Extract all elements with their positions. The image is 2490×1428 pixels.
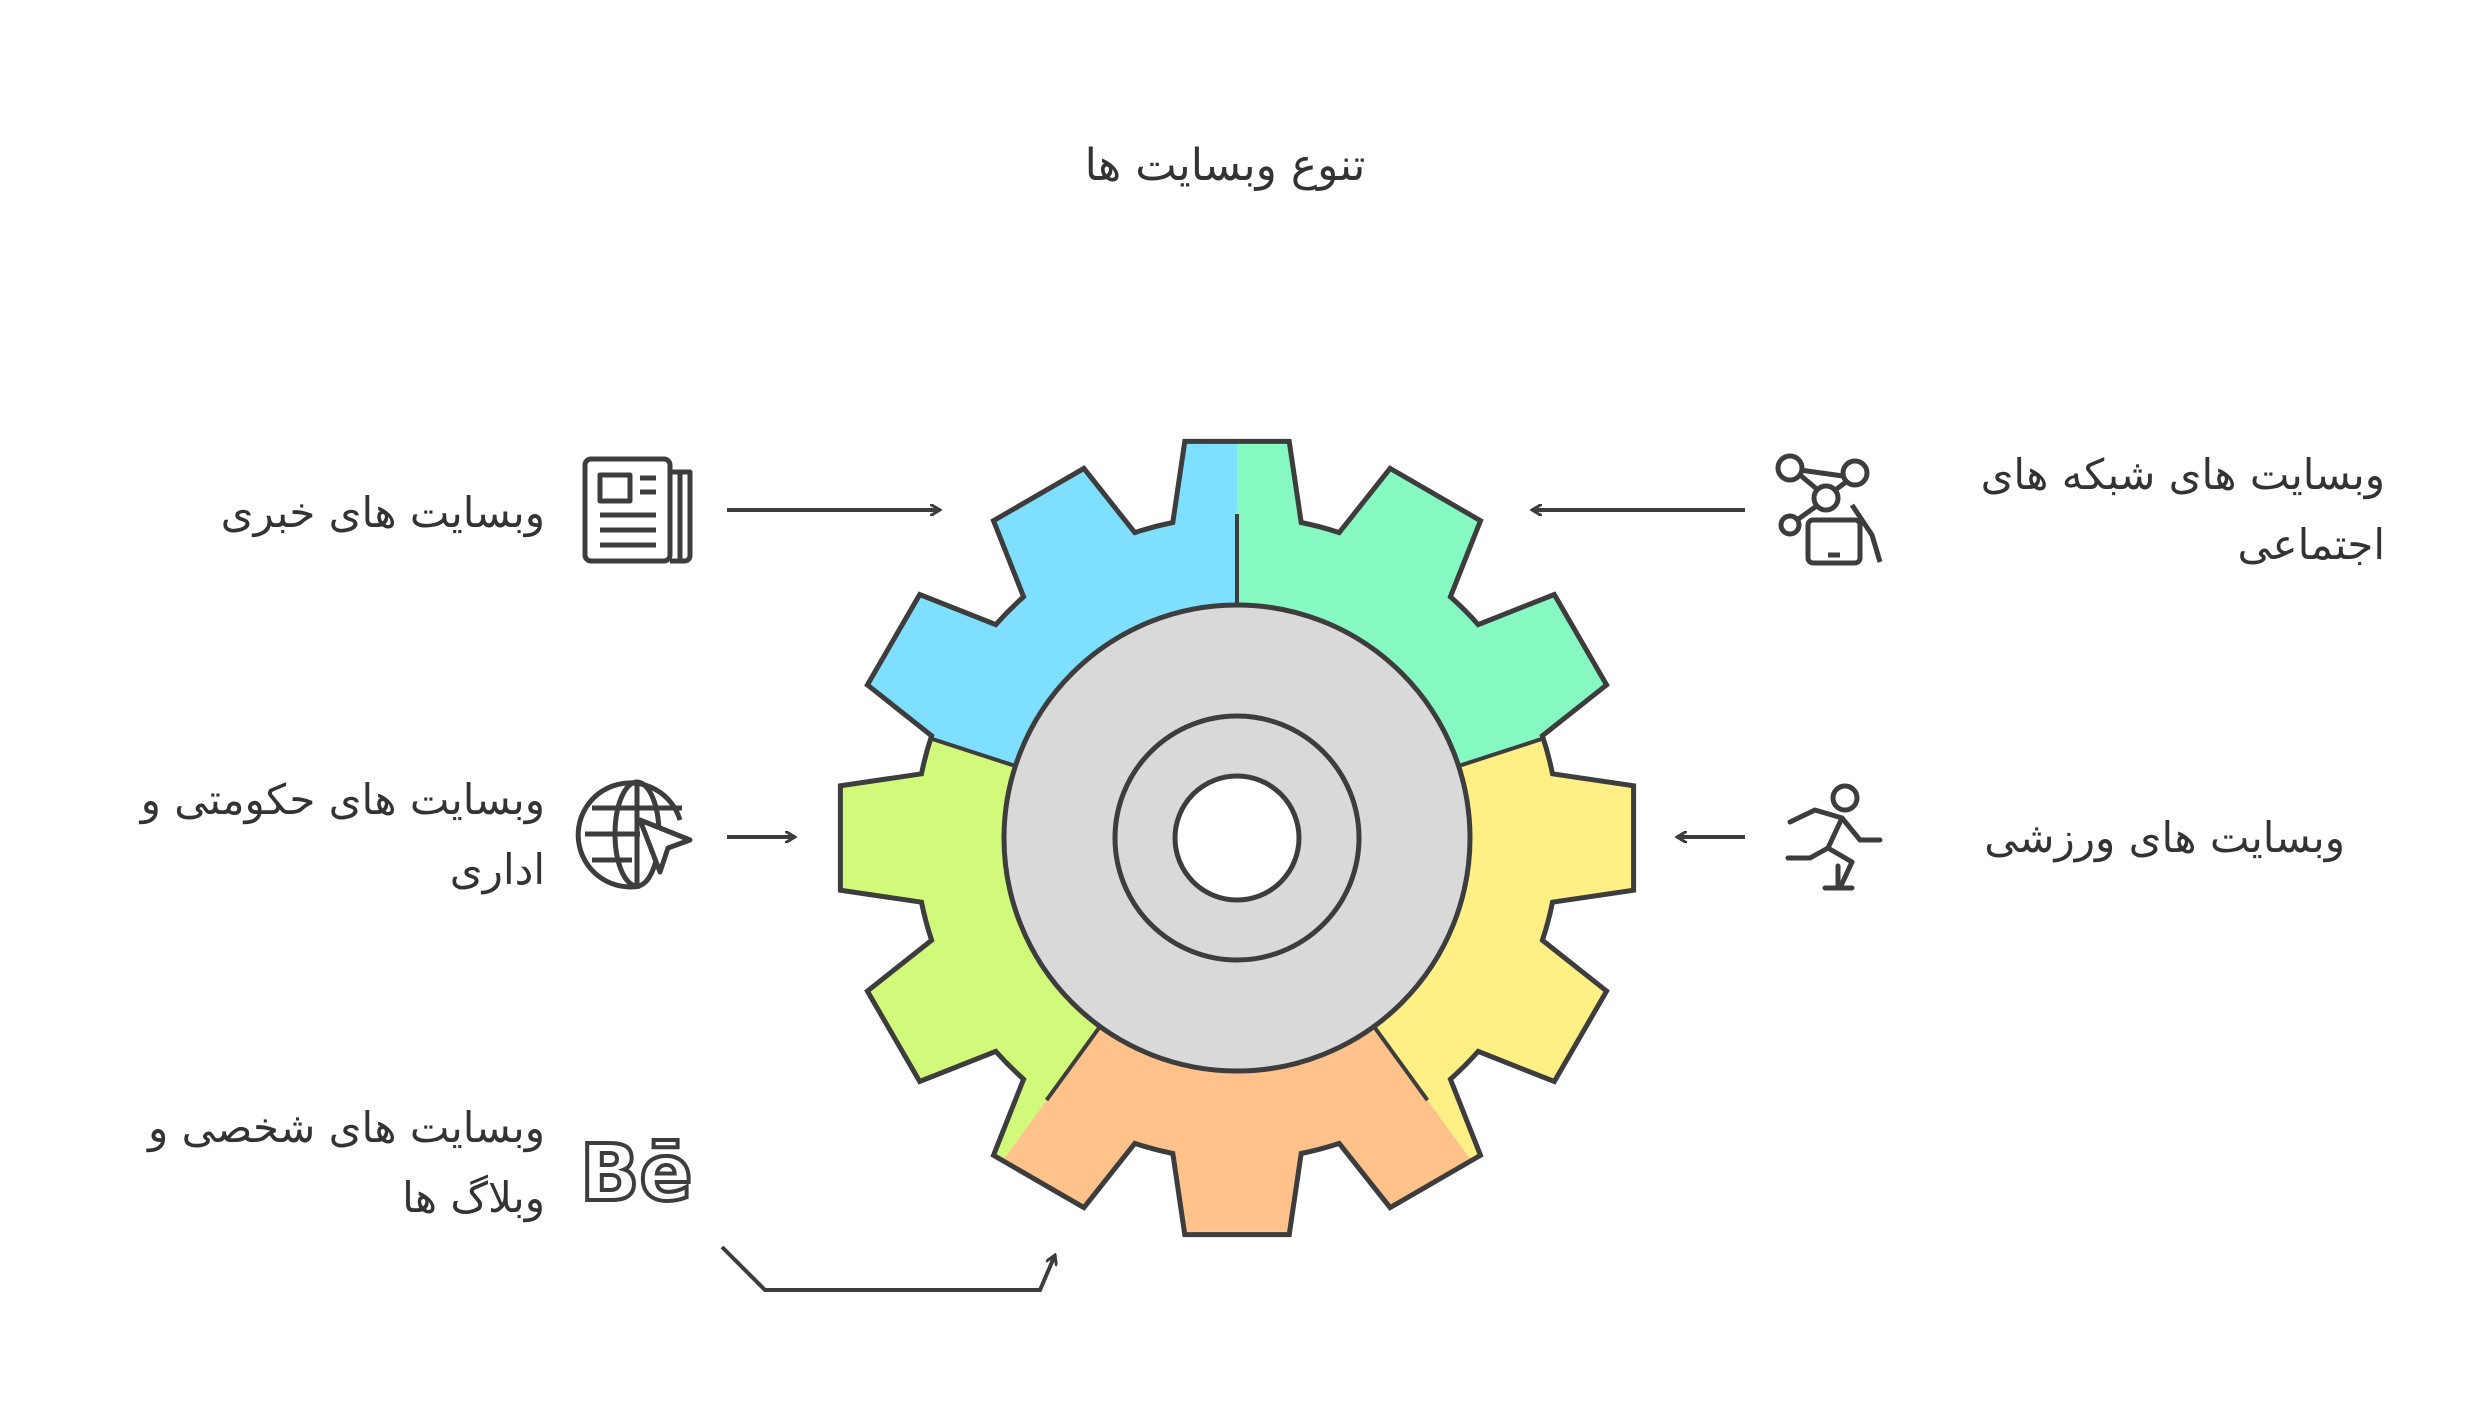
label-sports-websites: وبسایت های ورزشی — [1925, 803, 2345, 873]
arrow-personal — [720, 1245, 1055, 1292]
newspaper-icon — [582, 456, 693, 564]
social-network-icon — [1775, 453, 1883, 566]
label-government-websites: وبسایت های حکومتی و اداری — [60, 765, 545, 905]
segment-divider-line — [1370, 1022, 1430, 1102]
label-social-line-2: اجتماعی — [2237, 520, 2385, 569]
label-news-websites: وبسایت های خبری — [150, 478, 545, 548]
label-sports-line-1: وبسایت های ورزشی — [1984, 813, 2345, 862]
segment-divider-line — [1044, 1022, 1104, 1102]
diagram-title: تنوع وبسایت ها — [1084, 140, 1366, 191]
label-government-line-2: اداری — [449, 845, 545, 894]
label-news-line-1: وبسایت های خبری — [220, 488, 545, 537]
globe-cursor-icon — [575, 779, 693, 890]
running-icon — [1785, 783, 1883, 891]
label-personal-line-1: وبسایت های شخصی و — [147, 1103, 545, 1152]
label-government-line-1: وبسایت های حکومتی و — [140, 775, 545, 824]
label-social-line-1: وبسایت های شبکه های — [1980, 450, 2385, 499]
gear-center-hole — [1172, 773, 1302, 903]
behance-icon: Bē — [580, 1129, 692, 1219]
segment-divider-line — [928, 735, 1019, 769]
label-personal-websites: وبسایت های شخصی و وبلاگ ها — [60, 1093, 545, 1233]
label-personal-line-2: وبلاگ ها — [402, 1173, 545, 1222]
segment-divider-line — [1455, 735, 1546, 769]
segment-dividers — [928, 514, 1546, 1102]
label-social-websites: وبسایت های شبکه های اجتماعی — [1925, 440, 2385, 580]
gear-outline — [837, 438, 1637, 1238]
